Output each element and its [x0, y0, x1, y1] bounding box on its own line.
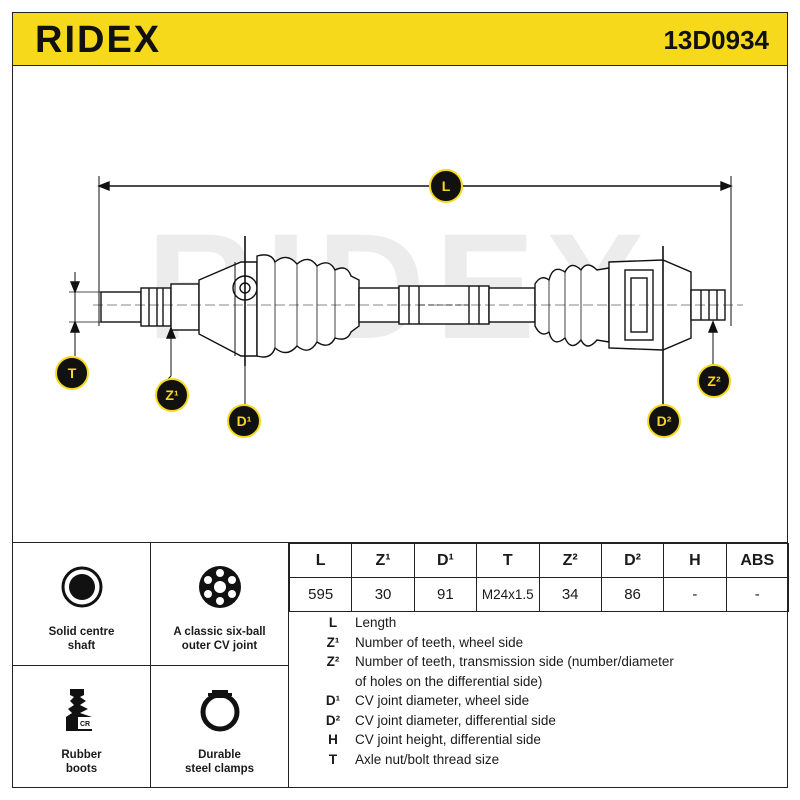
spec-header-cell: D² — [600, 543, 665, 578]
legend-desc: Length — [355, 615, 397, 630]
legend-item: H CV joint height, differential side — [289, 732, 789, 752]
spec-value-cell: M24x1.5 — [476, 577, 540, 612]
label-D1-badge: D¹ — [227, 404, 261, 438]
legend-item: D² CV joint diameter, differential side — [289, 713, 789, 733]
feature-solid-shaft: Solid centre shaft — [13, 543, 151, 666]
spec-header-cell: T — [476, 543, 540, 578]
spec-value-cell: 30 — [351, 577, 415, 612]
feature-label: Rubber boots — [61, 749, 102, 775]
legend-key: D² — [325, 712, 341, 728]
solid-shaft-icon — [52, 557, 112, 617]
legend-item: D¹ CV joint diameter, wheel side — [289, 693, 789, 713]
spec-value-cell: - — [663, 577, 727, 612]
spec-header-cell: D¹ — [413, 543, 478, 578]
feature-label: A classic six-ball outer CV joint — [173, 626, 266, 652]
legend-desc: Axle nut/bolt thread size — [355, 751, 500, 767]
feature-label: Durable steel clamps — [184, 749, 255, 775]
legend-list: L Length Z¹ Number of teeth, wheel side … — [289, 615, 789, 771]
spec-header-cell: L — [288, 543, 353, 578]
legend-item: Z¹ Number of teeth, wheel side — [289, 635, 789, 655]
technical-drawing: RIDEX — [12, 66, 788, 542]
legend-key: D¹ — [325, 693, 341, 708]
spec-value-cell: 91 — [413, 577, 478, 612]
legend-key: Z² — [326, 654, 340, 669]
legend-key: Z¹ — [326, 634, 340, 650]
label-D2-badge: D² — [647, 404, 681, 438]
spec-header-cell: Z² — [538, 543, 602, 578]
spec-header-cell: H — [663, 543, 727, 578]
drive-shaft-drawing: RIDEX — [69, 176, 743, 408]
feature-six-ball-joint: A classic six-ball outer CV joint — [151, 543, 289, 666]
spec-header-cell: ABS — [725, 543, 790, 578]
spec-value-cell: 595 — [288, 577, 353, 612]
legend-key: L — [328, 615, 338, 630]
legend-item: Z² Number of teeth, transmission side (n… — [289, 654, 789, 674]
specification-table: L Z¹ D¹ T Z² D² H ABS 595 30 91 M24x1.5 … — [288, 543, 790, 612]
brand-logo: RIDEX — [35, 19, 162, 61]
header-bar: RIDEX 13D0934 — [12, 12, 788, 66]
legend-item: L Length — [289, 615, 789, 635]
legend-item: T Axle nut/bolt thread size — [289, 752, 789, 772]
spec-header-cell: Z¹ — [351, 543, 415, 578]
legend-desc: Number of teeth, wheel side — [355, 634, 524, 650]
six-ball-joint-icon — [190, 557, 250, 617]
legend-desc: of holes on the differential side) — [355, 673, 543, 689]
label-Z1-badge: Z¹ — [155, 378, 189, 412]
spec-value-cell: 34 — [538, 577, 602, 612]
rubber-boot-icon: CR — [52, 680, 112, 740]
legend-desc: CV joint height, differential side — [355, 732, 541, 747]
feature-rubber-boots: CR Rubber boots — [13, 666, 151, 788]
legend-desc: CV joint diameter, wheel side — [355, 693, 530, 708]
feature-label: Solid centre shaft — [48, 626, 115, 652]
legend-item: of holes on the differential side) — [289, 674, 789, 694]
label-Z2-badge: Z² — [697, 364, 731, 398]
specification-panel: Solid centre shaft A classic six-ball ou… — [12, 542, 790, 788]
feature-steel-clamps: Durable steel clamps — [151, 666, 289, 788]
spec-value-row: 595 30 91 M24x1.5 34 86 - - — [288, 577, 790, 612]
label-T-badge: T — [55, 356, 89, 390]
spec-value-cell: - — [725, 577, 790, 612]
spec-value-cell: 86 — [600, 577, 665, 612]
legend-desc: CV joint diameter, differential side — [355, 712, 556, 728]
label-L-badge: L — [429, 169, 463, 203]
steel-clamp-icon — [190, 680, 250, 740]
spec-header-row: L Z¹ D¹ T Z² D² H ABS — [288, 543, 790, 578]
svg-text:CR: CR — [79, 721, 89, 728]
legend-desc: Number of teeth, transmission side (numb… — [355, 654, 674, 669]
part-number: 13D0934 — [663, 25, 769, 55]
legend-key: T — [328, 751, 338, 767]
legend-key: H — [328, 732, 338, 747]
